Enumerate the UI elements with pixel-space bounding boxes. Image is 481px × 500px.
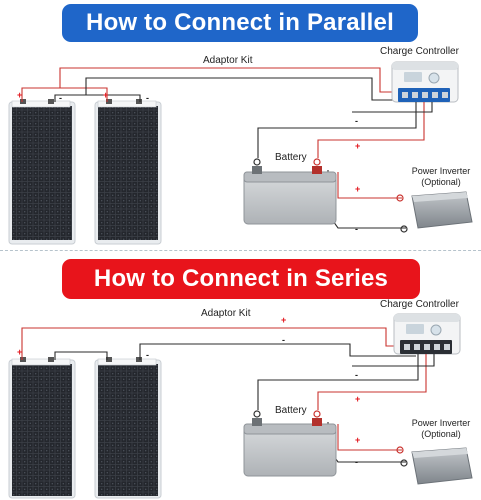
series-section: How to Connect in Series (0, 250, 481, 500)
parallel-title: How to Connect in Parallel (62, 4, 418, 42)
series-negative-wire (139, 343, 416, 360)
section-divider (0, 250, 481, 251)
series-jumper-wire (54, 351, 108, 360)
power-inverter (396, 446, 473, 485)
parallel-negative-wires (54, 77, 414, 102)
panel-left-negative-mark: - (59, 93, 62, 103)
controller-positive-mark: + (355, 141, 361, 151)
parallel-section: How to Connect in Parallel (8, 4, 473, 245)
inverter-positive-mark: + (355, 435, 361, 445)
controller-positive-mark: + (355, 394, 361, 404)
series-title: How to Connect in Series (62, 259, 420, 299)
panel-left-positive-mark: + (17, 347, 23, 357)
battery-label: Battery (275, 152, 307, 163)
adaptor-positive-mark: + (281, 315, 287, 325)
power-inverter-optional-label: (Optional) (421, 177, 461, 187)
battery (243, 410, 337, 477)
solar-panel-left (8, 357, 76, 499)
charge-controller (393, 313, 461, 355)
parallel-wiring-diagram (8, 61, 473, 245)
panel-right-positive-mark: + (103, 90, 109, 100)
power-inverter-label: Power Inverter (411, 418, 471, 428)
adaptor-negative-mark: - (282, 335, 285, 345)
adaptor-kit-label: Adaptor Kit (201, 308, 251, 319)
panel-right-negative-mark: - (146, 93, 149, 103)
panel-left-positive-mark: + (17, 90, 23, 100)
inverter-positive-mark: + (355, 184, 361, 194)
solar-panel-right (94, 99, 162, 245)
solar-panel-right (94, 357, 162, 499)
inverter-negative-mark: - (355, 224, 358, 234)
charge-controller (391, 61, 459, 103)
charge-controller-label: Charge Controller (380, 46, 459, 57)
power-inverter-optional-label: (Optional) (421, 429, 461, 439)
solar-panel-left (8, 99, 76, 245)
adaptor-kit-label: Adaptor Kit (203, 55, 253, 66)
panel-right-negative-mark: - (146, 350, 149, 360)
power-inverter (396, 191, 473, 233)
parallel-positive-wires (21, 67, 409, 102)
controller-negative-mark: - (355, 370, 358, 380)
power-inverter-label: Power Inverter (411, 166, 471, 176)
inverter-negative-mark: - (355, 457, 358, 467)
controller-negative-mark: - (355, 116, 358, 126)
series-wiring-diagram (8, 313, 473, 499)
battery-label: Battery (275, 405, 307, 416)
charge-controller-label: Charge Controller (380, 299, 459, 310)
battery (243, 158, 337, 225)
